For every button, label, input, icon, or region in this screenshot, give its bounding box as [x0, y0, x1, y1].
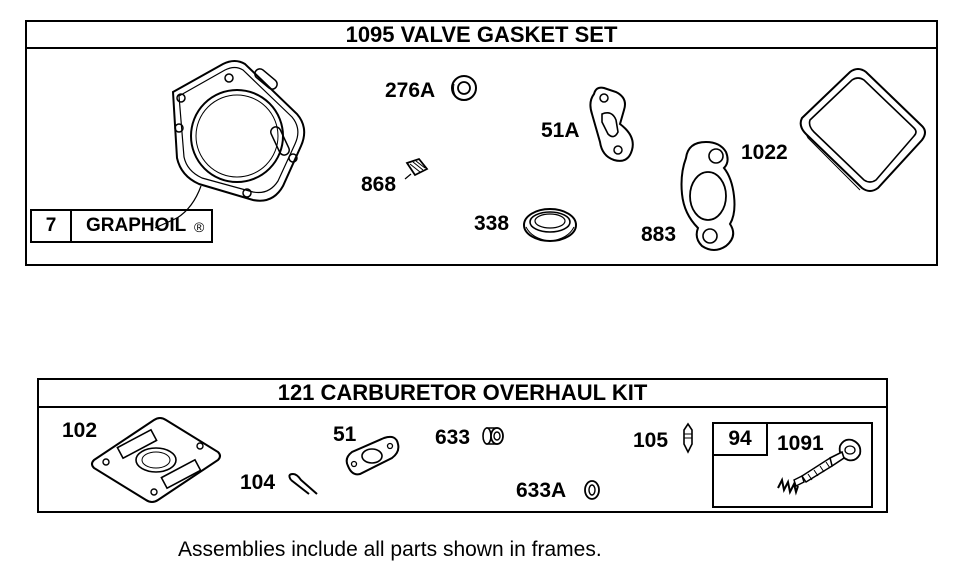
retaining-clip-104-icon	[288, 472, 318, 495]
bushing-633-icon	[482, 427, 504, 445]
assemblies-footnote: Assemblies include all parts shown in fr…	[178, 538, 602, 561]
part-276a-label: 276A	[385, 79, 436, 102]
part-51a-label: 51A	[541, 119, 580, 142]
part-338-label: 338	[474, 212, 510, 235]
part-883-label: 883	[641, 223, 677, 246]
part-105-label: 105	[633, 429, 669, 452]
valve-keeper-868-icon	[404, 157, 429, 180]
valve-gasket-set-title: 1095 VALVE GASKET SET	[27, 22, 936, 49]
rocker-cover-gasket-1022-icon	[799, 68, 926, 192]
sub-kit-94-frame: 94	[712, 422, 873, 508]
graphoil-registered-mark: ®	[194, 219, 205, 235]
carburetor-mounting-plate-102-icon	[91, 417, 221, 503]
oil-seal-338-icon	[523, 208, 577, 242]
part-633-label: 633	[435, 426, 471, 449]
inlet-needle-105-icon	[683, 422, 693, 454]
sub-kit-94-number: 94	[714, 424, 768, 456]
graphoil-name: GRAPHOIL	[86, 215, 187, 236]
part-104-label: 104	[240, 471, 276, 494]
graphoil-sealant-box: 7 GRAPHOIL ®	[30, 209, 213, 243]
graphoil-number: 7	[32, 211, 72, 241]
cylinder-head-gasket-icon	[154, 60, 306, 229]
intake-gasket-51a-icon	[589, 86, 634, 162]
part-633a-label: 633A	[516, 479, 567, 502]
seal-633a-icon	[584, 480, 600, 500]
part-1022-label: 1022	[741, 141, 788, 164]
carburetor-gasket-51-icon	[345, 435, 400, 476]
part-102-label: 102	[62, 419, 98, 442]
idle-mixture-screw-1091-icon	[777, 438, 862, 496]
carburetor-kit-title: 121 CARBURETOR OVERHAUL KIT	[39, 380, 886, 408]
part-1091-label: 1091	[777, 432, 824, 455]
valve-seal-276a-icon	[451, 75, 477, 101]
part-868-label: 868	[361, 173, 397, 196]
exhaust-gasket-883-icon	[680, 140, 736, 251]
part-51-label: 51	[333, 423, 357, 446]
